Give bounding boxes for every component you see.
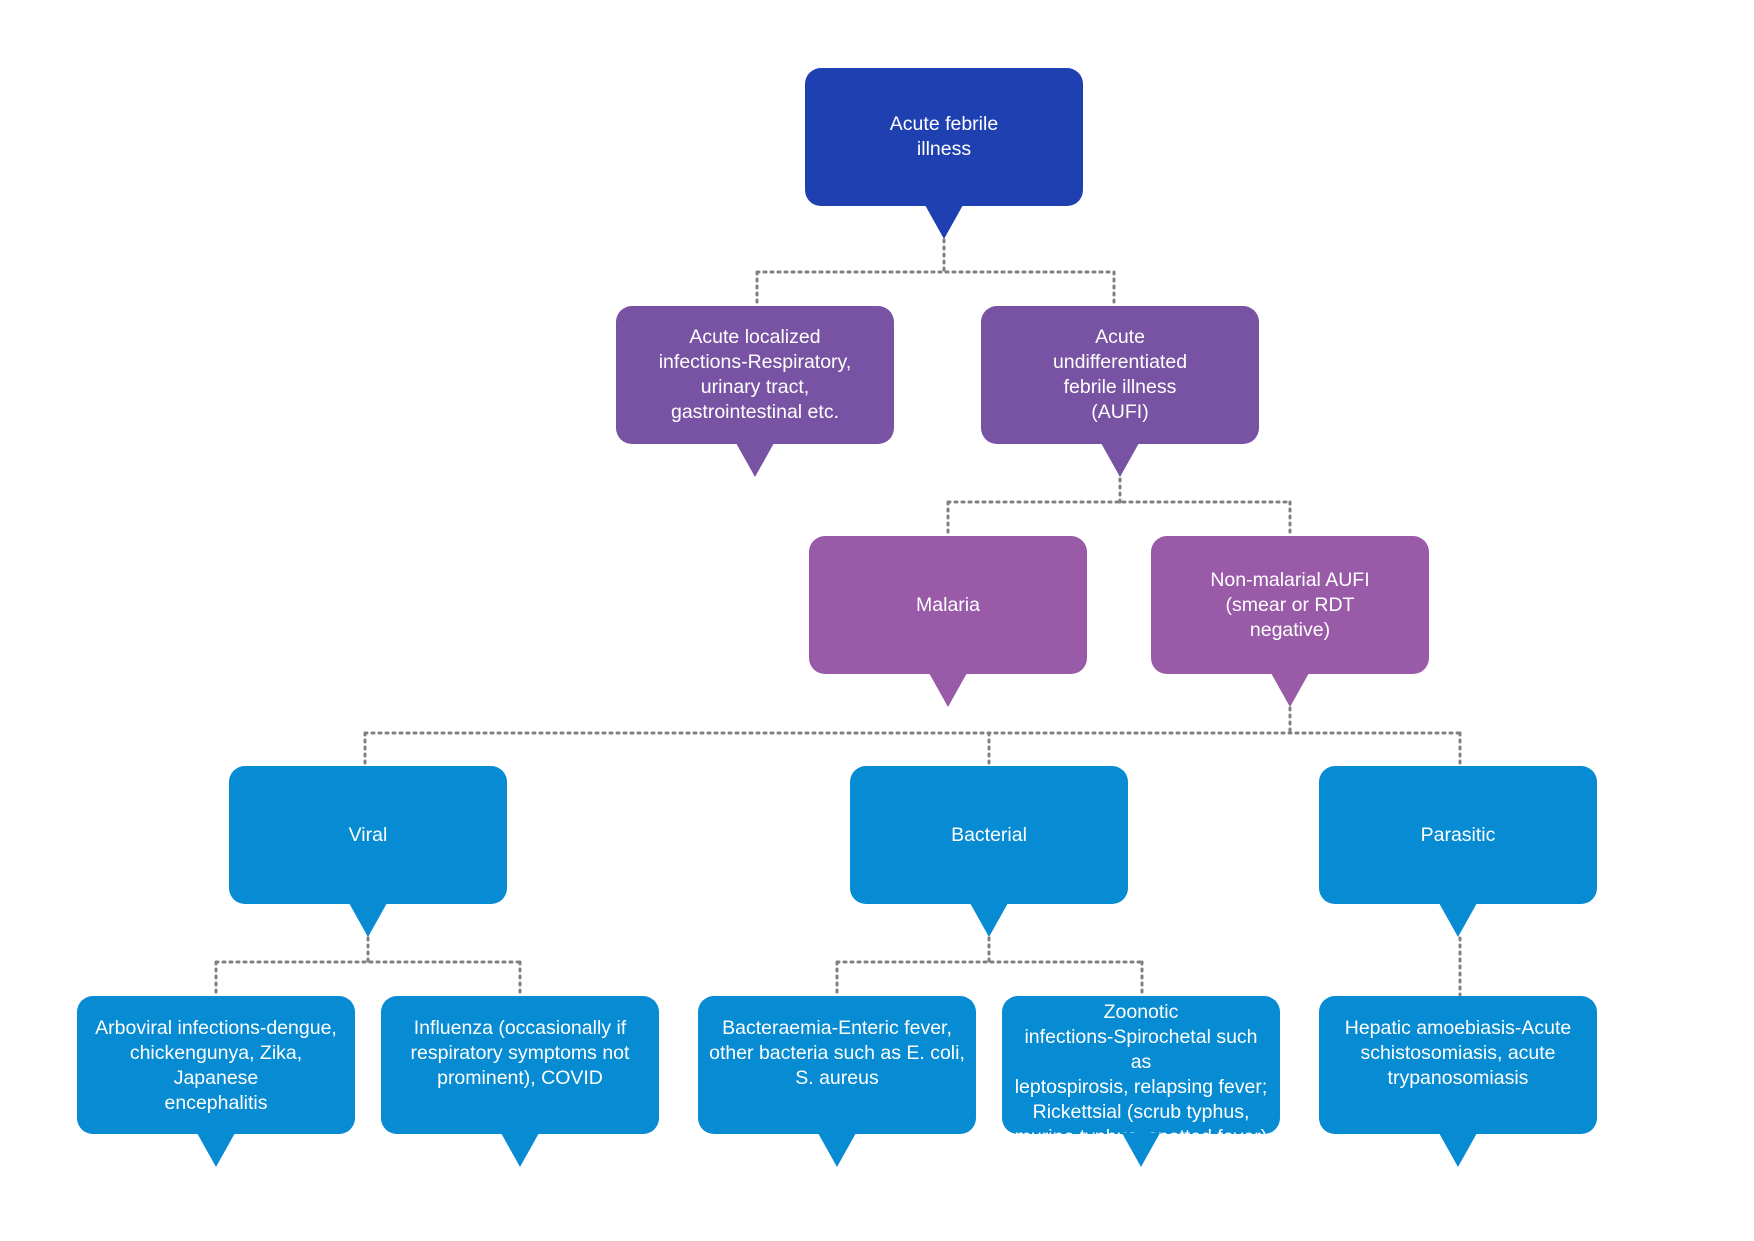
pointer-arrow xyxy=(970,903,1008,937)
pointer-arrow xyxy=(501,1133,539,1167)
connector-root-to-level1 xyxy=(755,238,1116,307)
pointer-arrow xyxy=(818,1133,856,1167)
node-malaria: Malaria xyxy=(809,536,1087,707)
pointer-arrow xyxy=(925,205,963,239)
node-label: Malaria xyxy=(916,593,980,616)
pointer-arrow xyxy=(1101,443,1139,477)
node-label: Parasitic xyxy=(1420,823,1496,846)
pointer-arrow xyxy=(1439,1133,1477,1167)
pointer-arrow xyxy=(197,1133,235,1167)
node-viral: Viral xyxy=(229,766,507,937)
pointer-arrow xyxy=(1271,673,1309,707)
pointer-arrow xyxy=(349,903,387,937)
node-arboviral-infections: Arboviral infections-dengue,chickengunya… xyxy=(77,996,355,1167)
connector-viral-to-children xyxy=(214,936,522,997)
pointer-arrow xyxy=(1439,903,1477,937)
pointer-arrow xyxy=(929,673,967,707)
node-label: Arboviral infections-dengue,chickengunya… xyxy=(95,1017,337,1114)
connector-aufi-to-level2 xyxy=(946,477,1292,537)
node-bacterial: Bacterial xyxy=(850,766,1128,937)
node-bacteraemia: Bacteraemia-Enteric fever,other bacteria… xyxy=(698,996,976,1167)
connector-nonmalarial-to-level3 xyxy=(363,706,1462,767)
connector-bacterial-to-children xyxy=(835,936,1144,997)
pointer-arrow xyxy=(1122,1133,1160,1167)
pointer-arrow xyxy=(736,443,774,477)
node-label: Bacterial xyxy=(951,823,1027,846)
node-label: Viral xyxy=(348,823,388,846)
node-label: Bacteraemia-Enteric fever,other bacteria… xyxy=(709,1017,965,1089)
node-parasitic: Parasitic xyxy=(1319,766,1597,937)
